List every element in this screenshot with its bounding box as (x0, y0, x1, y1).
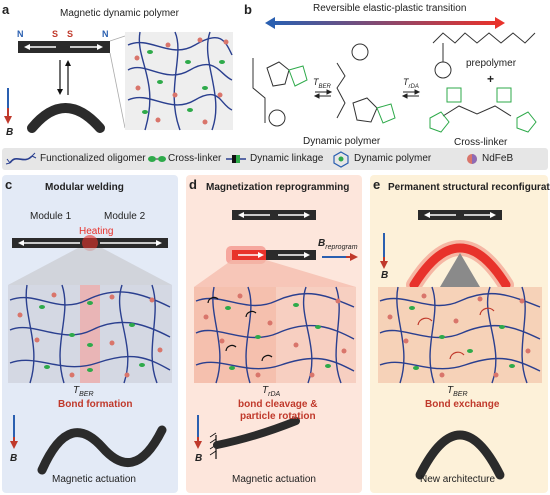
panel-d-temp-subscript: rDA (268, 391, 281, 398)
panel-d-result-line2: particle rotation (240, 411, 316, 422)
ndfeb-icon (467, 154, 477, 164)
t-rda-symbol: T (403, 77, 409, 87)
panel-a-title: Magnetic dynamic polymer (60, 8, 179, 19)
panel-e-caption: New architecture (420, 474, 496, 485)
legend-ndfeb: NdFeB (482, 153, 514, 164)
panel-label-e: e (373, 177, 381, 192)
panel-d-temp: TrDA (262, 385, 280, 398)
panel-c-field-label: B (10, 453, 18, 464)
panel-e-title: Permanent structural reconfiguration (388, 182, 550, 193)
panel-d-graphics (194, 210, 358, 459)
panel-d-breprogram: Breprogram (318, 238, 358, 251)
panel-c-graphics (8, 235, 172, 475)
breprogram-symbol: B (318, 238, 326, 249)
legend-oligomer: Functionalized oligomer (40, 153, 146, 164)
crosslinker-icon (148, 156, 166, 162)
dynamic-polymer-icon (333, 151, 349, 168)
panel-c-temp: TBER (73, 385, 94, 398)
pole-n-left: N (17, 29, 24, 39)
legend-crosslinker: Cross-linker (168, 153, 222, 164)
legend-linkage: Dynamic linkage (250, 153, 324, 164)
panel-d-field-label: B (195, 453, 203, 464)
prepolymer-label: prepolymer (466, 58, 517, 69)
panel-c-title: Modular welding (45, 182, 124, 193)
oligomer-icon (5, 152, 37, 165)
panel-e-temp: TBER (447, 385, 468, 398)
panel-label-a: a (2, 2, 10, 17)
panel-a-graphics (4, 31, 233, 133)
pole-s-left: S (52, 29, 59, 39)
panel-c-result: Bond formation (58, 399, 133, 410)
module-1-label: Module 1 (30, 211, 72, 222)
dynamic-linkage-icon (226, 155, 246, 163)
panel-c-caption: Magnetic actuation (52, 474, 136, 485)
panel-c-temp-symbol: T (73, 385, 80, 396)
panel-e-field-label: B (381, 270, 389, 281)
legend-icons (5, 151, 477, 168)
panel-e-temp-subscript: BER (453, 391, 468, 398)
panel-label-b: b (244, 2, 252, 17)
transition-arrow (265, 17, 505, 29)
heating-label: Heating (79, 226, 114, 237)
breprogram-subscript: reprogram (325, 244, 358, 251)
panel-d-title: Magnetization reprogramming (206, 182, 350, 193)
panel-d-result-line1: bond cleavage & (238, 399, 318, 410)
pole-n-right: N (102, 29, 109, 39)
panel-label-c: c (5, 177, 13, 192)
panel-label-d: d (189, 177, 197, 192)
t-ber-symbol: T (313, 77, 319, 87)
panel-e-graphics (378, 210, 542, 480)
panel-e-result: Bond exchange (425, 399, 500, 410)
panel-d-temp-symbol: T (262, 385, 269, 396)
transition-label: Reversible elastic-plastic transition (313, 3, 467, 14)
legend-bar (2, 148, 548, 170)
t-rda-label: TrDA (403, 77, 419, 90)
pole-s-right: S (67, 29, 74, 39)
chemical-structures (252, 32, 537, 133)
t-ber-label: TBER (313, 77, 331, 90)
panel-c-temp-subscript: BER (79, 391, 94, 398)
panel-a-field-label: B (6, 127, 14, 138)
panel-d-caption: Magnetic actuation (232, 474, 316, 485)
plus-sign: + (487, 72, 495, 86)
legend-polymer: Dynamic polymer (354, 153, 432, 164)
panel-e-temp-symbol: T (447, 385, 454, 396)
cross-linker-label: Cross-linker (454, 137, 508, 148)
t-rda-subscript: rDA (408, 83, 419, 90)
module-2-label: Module 2 (104, 211, 146, 222)
t-ber-subscript: BER (318, 83, 331, 90)
dynamic-polymer-label: Dynamic polymer (303, 136, 381, 147)
